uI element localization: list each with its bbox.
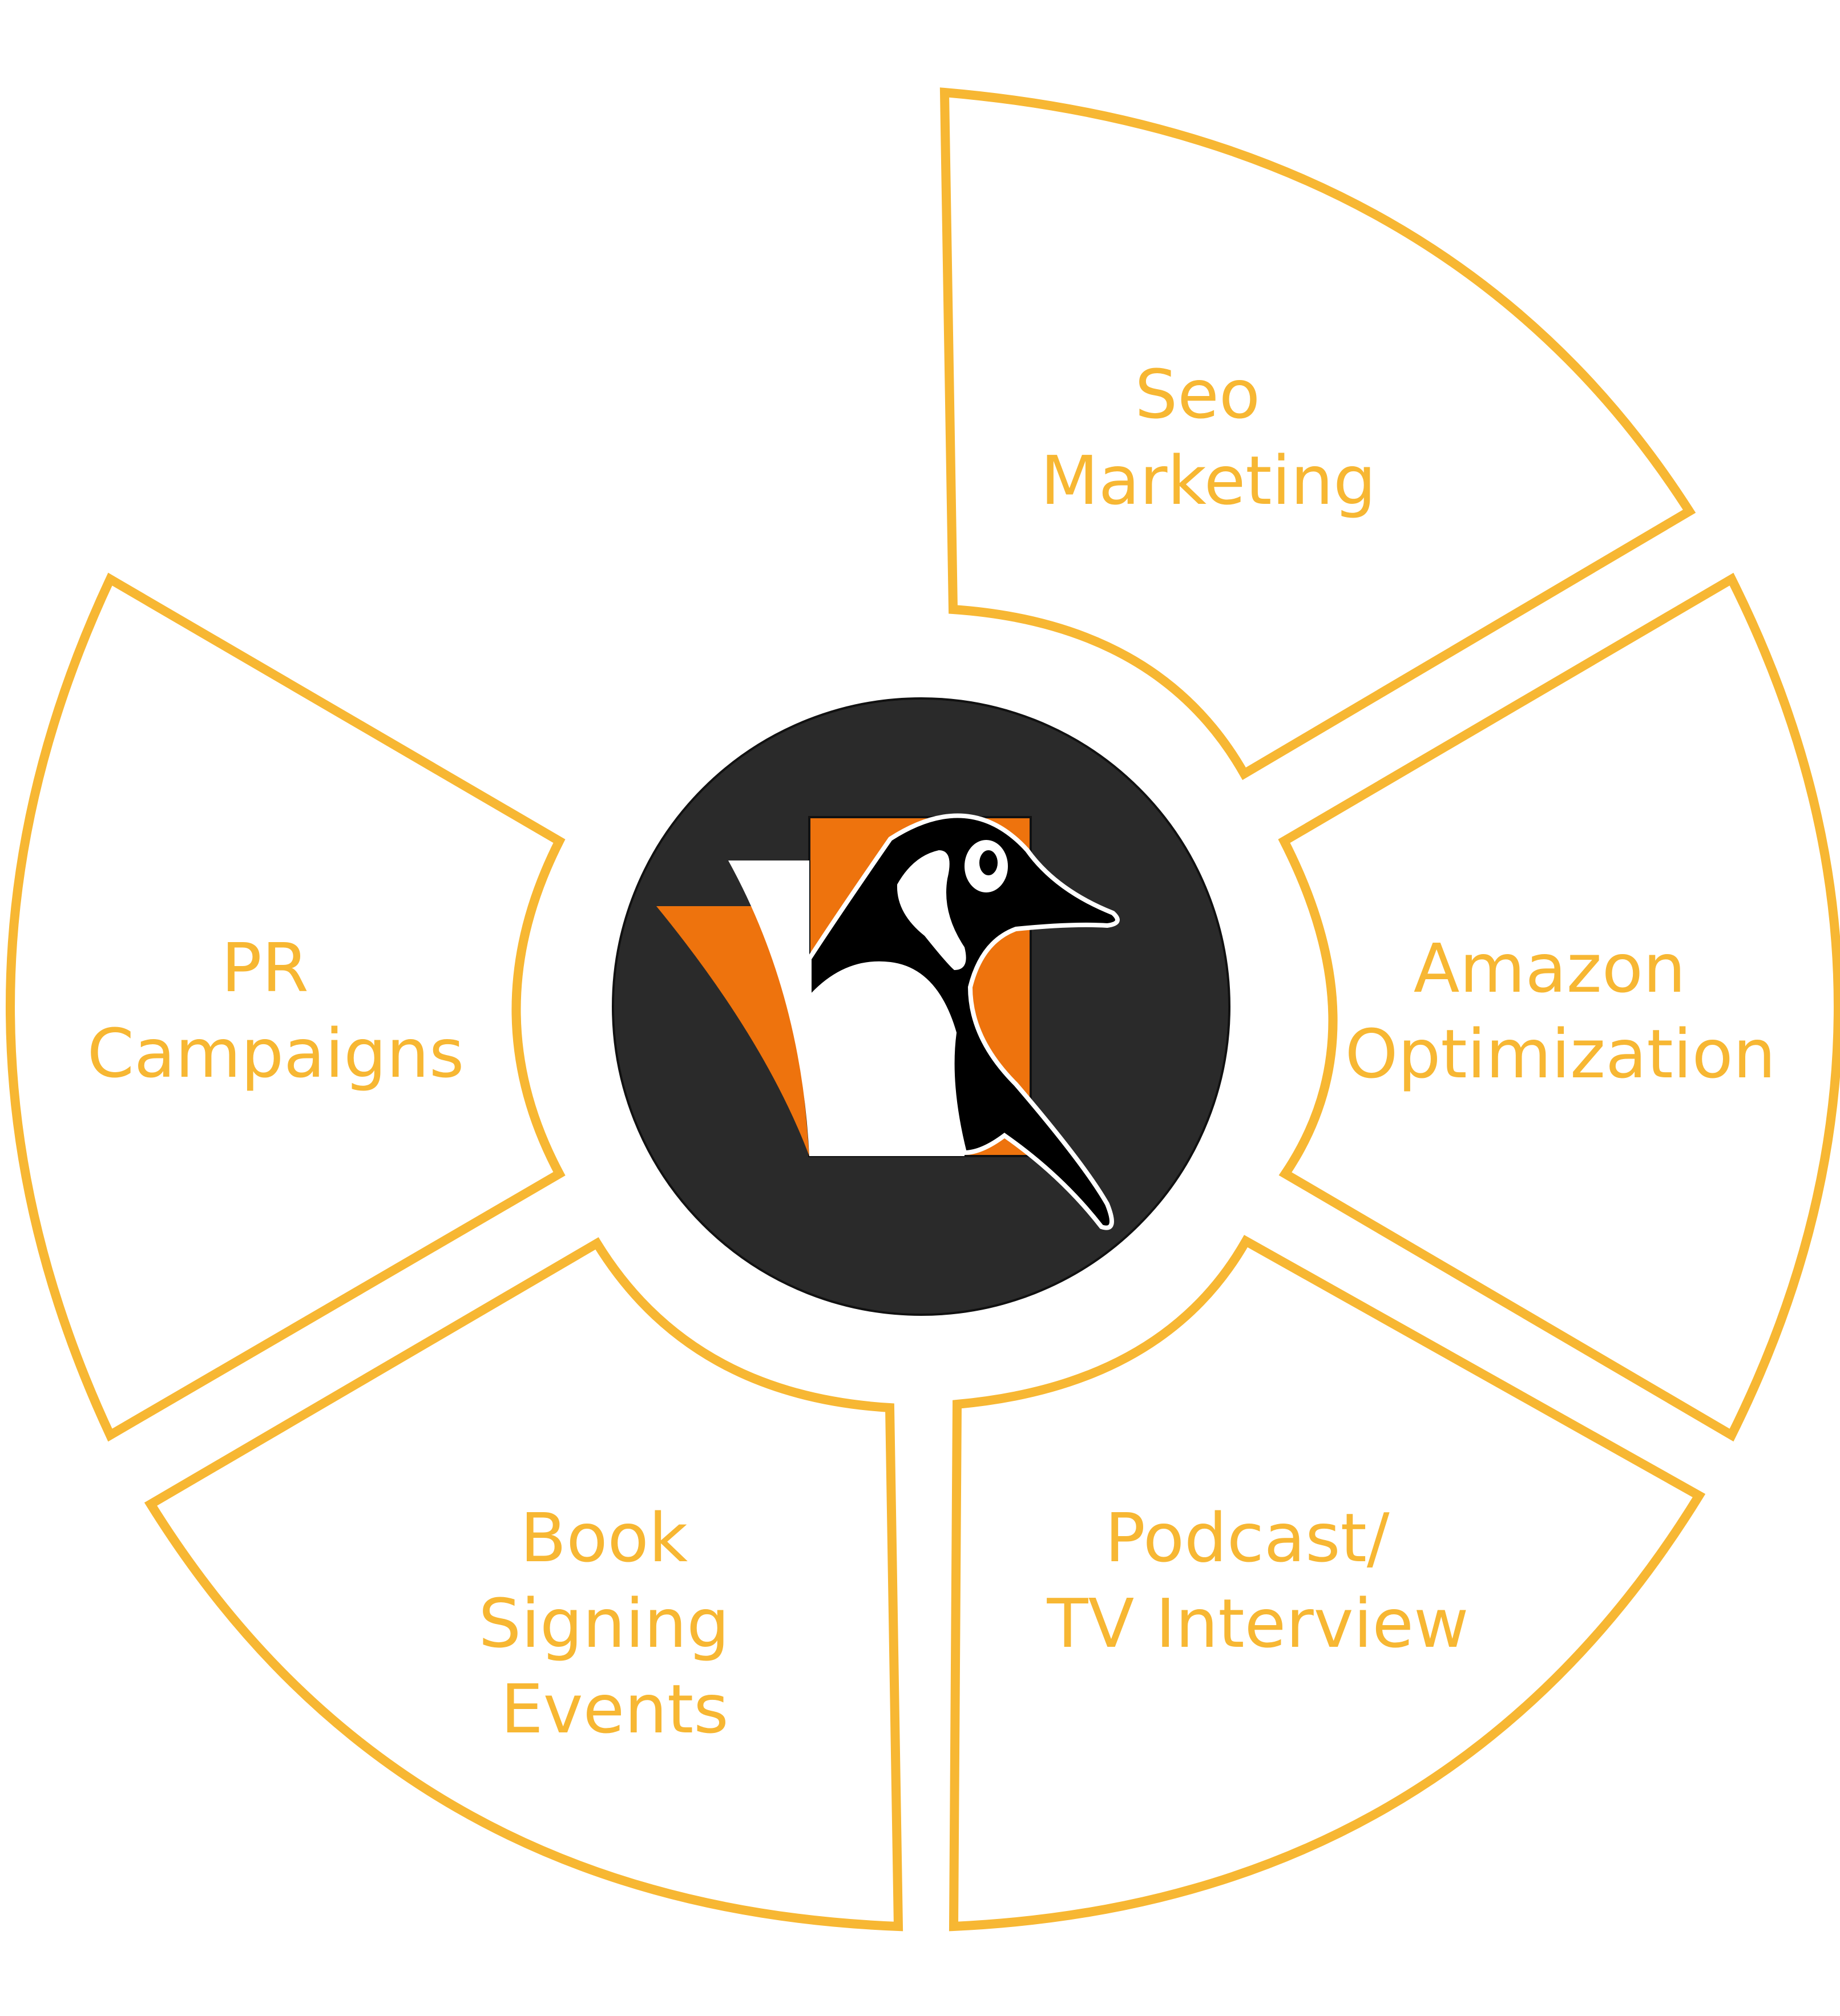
logo-penguin-eye-pupil <box>979 850 998 875</box>
logo-penguin-patch <box>897 850 966 970</box>
segment-podcast-tv-interview[interactable] <box>949 1235 1706 1932</box>
segment-pr-campaigns[interactable] <box>6 572 566 1442</box>
logo-penguin-body <box>807 813 1120 1230</box>
segment-book-signing-events[interactable] <box>144 1237 903 1932</box>
wheel-segments <box>6 87 1840 1932</box>
segment-amazon-optimization[interactable] <box>1278 572 1840 1442</box>
logo-white-fan <box>728 860 809 1156</box>
penguin-book-logo-icon <box>656 813 1120 1230</box>
logo-orange-fan <box>656 906 809 1156</box>
logo-white-page <box>809 951 965 1156</box>
segment-seo-marketing[interactable] <box>939 87 1696 781</box>
center-hub <box>612 697 1230 1316</box>
label-book-signing-events: Book Signing Events <box>478 1498 750 1748</box>
segment-labels: Seo Marketing Amazon Optimization Podcas… <box>87 355 1776 1748</box>
label-pr-campaigns: PR Campaigns <box>87 928 465 1093</box>
label-amazon-optimization: Amazon Optimization <box>1345 929 1776 1093</box>
label-seo-marketing: Seo Marketing <box>1040 355 1376 520</box>
label-podcast-tv-interview: Podcast/ TV Interview <box>1047 1498 1469 1663</box>
